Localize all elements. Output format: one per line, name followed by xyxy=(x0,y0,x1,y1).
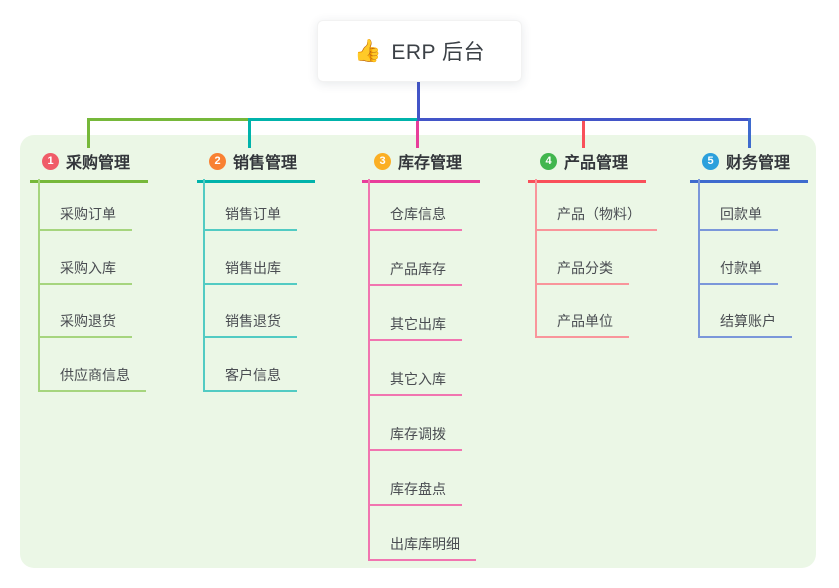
branch-4-children: 产品（物料）产品分类产品单位 xyxy=(535,179,657,338)
branch-1-child-3[interactable]: 采购退货 xyxy=(40,285,132,338)
branch-3-child-3[interactable]: 其它出库 xyxy=(370,286,462,341)
branch-2-child-1[interactable]: 销售订单 xyxy=(205,179,297,231)
branch-5-children: 回款单付款单结算账户 xyxy=(698,179,792,338)
branch-2-label: 销售管理 xyxy=(233,155,298,172)
branch-4-child-2[interactable]: 产品分类 xyxy=(537,231,629,285)
branch-5-label: 财务管理 xyxy=(726,155,791,172)
branch-2-header[interactable]: 2 销售管理 xyxy=(197,147,316,183)
root-title: ERP 后台 xyxy=(391,41,486,64)
branch-3-child-4[interactable]: 其它入库 xyxy=(370,341,462,396)
branch-3-child-7[interactable]: 出库库明细 xyxy=(370,506,476,561)
branch-3-children: 仓库信息产品库存其它出库其它入库库存调拨库存盘点出库库明细 xyxy=(368,179,476,561)
branch-4-child-1[interactable]: 产品（物料） xyxy=(537,179,657,231)
thumbs-up-icon: 👍 xyxy=(353,38,382,63)
branch-4-header[interactable]: 4 产品管理 xyxy=(528,147,647,183)
branch-5-child-2[interactable]: 付款单 xyxy=(700,231,778,285)
bus-segment-green xyxy=(87,118,248,121)
branch-4-label: 产品管理 xyxy=(564,155,629,172)
branch-2-children: 销售订单销售出库销售退货客户信息 xyxy=(203,179,297,392)
branch-2-child-2[interactable]: 销售出库 xyxy=(205,231,297,285)
root-connector-line xyxy=(417,82,420,121)
branch-3-label: 库存管理 xyxy=(398,155,463,172)
branch-1-number-badge: 1 xyxy=(42,152,59,170)
branch-5-child-3[interactable]: 结算账户 xyxy=(700,285,792,338)
bus-segment-blue xyxy=(417,118,751,121)
branch-3-header[interactable]: 3 库存管理 xyxy=(362,147,481,183)
branch-1-children: 采购订单采购入库采购退货供应商信息 xyxy=(38,179,146,392)
branch-1-label: 采购管理 xyxy=(66,155,131,172)
branch-3-number-badge: 3 xyxy=(374,152,391,170)
branch-5-header[interactable]: 5 财务管理 xyxy=(690,147,809,183)
branches-panel xyxy=(20,135,816,568)
branch-3-child-6[interactable]: 库存盘点 xyxy=(370,451,462,506)
branch-2-child-3[interactable]: 销售退货 xyxy=(205,285,297,338)
branch-5-number-badge: 5 xyxy=(702,152,719,170)
branch-4-child-3[interactable]: 产品单位 xyxy=(537,285,629,338)
branch-3-child-2[interactable]: 产品库存 xyxy=(370,231,462,286)
branch-3-child-5[interactable]: 库存调拨 xyxy=(370,396,462,451)
branch-2-number-badge: 2 xyxy=(209,152,226,170)
branch-1-child-2[interactable]: 采购入库 xyxy=(40,231,132,285)
branch-2-child-4[interactable]: 客户信息 xyxy=(205,338,297,392)
root-node[interactable]: 👍 ERP 后台 xyxy=(317,20,522,82)
branch-4-number-badge: 4 xyxy=(540,152,557,170)
bus-segment-teal xyxy=(248,118,417,121)
branch-5-child-1[interactable]: 回款单 xyxy=(700,179,778,231)
branch-1-child-1[interactable]: 采购订单 xyxy=(40,179,132,231)
branch-3-child-1[interactable]: 仓库信息 xyxy=(370,179,462,231)
branch-1-header[interactable]: 1 采购管理 xyxy=(30,147,149,183)
branch-1-child-4[interactable]: 供应商信息 xyxy=(40,338,146,392)
